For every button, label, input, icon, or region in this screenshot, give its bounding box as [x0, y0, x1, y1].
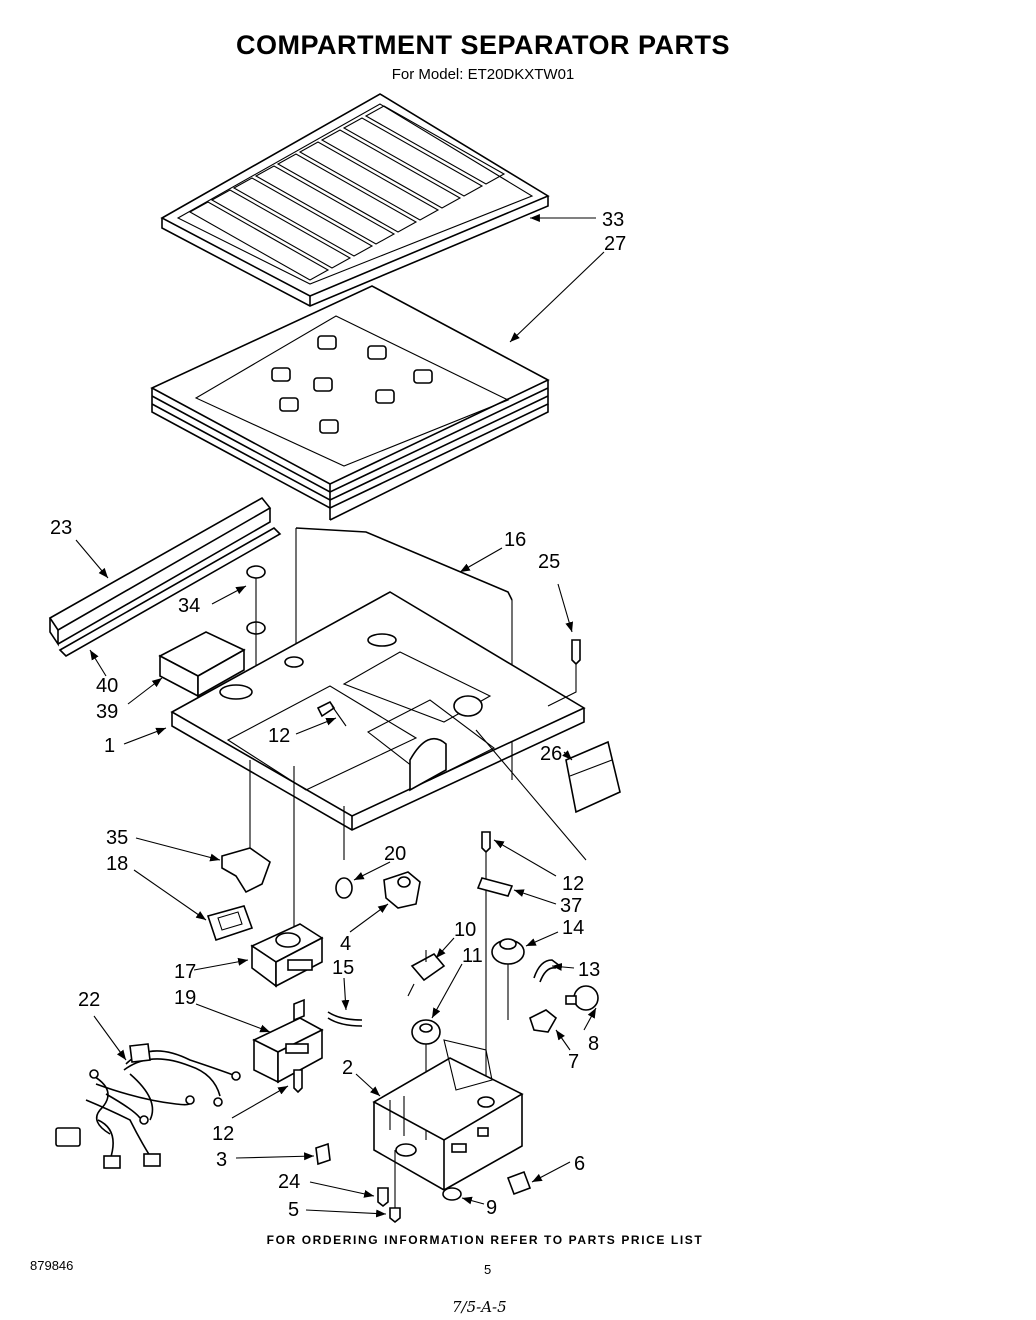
- callout-2: 2: [342, 1057, 353, 1079]
- callout-20: 20: [384, 843, 406, 865]
- callout-6: 6: [574, 1153, 585, 1175]
- part-39-block: [158, 631, 246, 698]
- callout-33: 33: [602, 209, 624, 231]
- callout-1: 1: [104, 735, 115, 757]
- callout-12b: 12: [562, 873, 584, 895]
- part-40-gasket-strip: [58, 527, 282, 657]
- doc-number: 879846: [30, 1258, 74, 1273]
- page-title: COMPARTMENT SEPARATOR PARTS: [235, 30, 730, 60]
- callout-16: 16: [504, 529, 526, 551]
- callout-39: 39: [96, 701, 118, 723]
- page-number: 5: [484, 1262, 492, 1277]
- part-12-screw-top: [316, 700, 347, 727]
- callout-17: 17: [174, 961, 196, 983]
- part-26-insulation: [565, 740, 621, 814]
- part-19-bracket: [252, 998, 324, 1084]
- callout-12c: 12: [212, 1123, 234, 1145]
- leader-lines: [75, 214, 605, 1218]
- part-4-damper-control: [383, 871, 421, 909]
- callout-27: 27: [604, 233, 626, 255]
- callout-10: 10: [454, 919, 476, 941]
- part-33-grille-shelf: [160, 93, 550, 307]
- part-5-screw: [389, 1150, 401, 1224]
- callout-4: 4: [340, 933, 351, 955]
- part-13-wire: [533, 959, 561, 983]
- part-18-gasket: [206, 905, 254, 942]
- part-22-wiring-harness: [55, 1043, 241, 1169]
- ordering-note: FOR ORDERING INFORMATION REFER TO PARTS …: [266, 1233, 704, 1247]
- callout-5: 5: [288, 1199, 299, 1221]
- part-10-switch: [407, 950, 446, 997]
- part-24-screw: [377, 1187, 389, 1208]
- part-3-small-bracket: [315, 1142, 331, 1166]
- handwritten-code: 7/5-A-5: [452, 1298, 507, 1316]
- callout-9: 9: [486, 1197, 497, 1219]
- part-17-control-housing: [250, 923, 324, 988]
- part-9-foot: [442, 1187, 462, 1201]
- callout-13: 13: [578, 959, 600, 981]
- part-6-connector: [506, 1170, 532, 1196]
- callout-34: 34: [178, 595, 200, 617]
- callout-25: 25: [538, 551, 560, 573]
- part-14-lamp-socket: [491, 938, 525, 1020]
- part-1-base-plate: [170, 591, 587, 930]
- part-2-lower-housing: [372, 1039, 524, 1192]
- callout-12a: 12: [268, 725, 290, 747]
- callout-37: 37: [560, 895, 582, 917]
- part-25-screw: [547, 639, 581, 707]
- part-27-separator-frame: [150, 285, 550, 521]
- callout-23: 23: [50, 517, 72, 539]
- callout-labels: 33 27 23 16 25 34 40 39 12 1 26 35 18 20…: [50, 209, 626, 1221]
- part-37-clip: [476, 877, 514, 897]
- callout-40: 40: [96, 675, 118, 697]
- part-35-clip: [221, 847, 271, 894]
- callout-26: 26: [540, 743, 562, 765]
- callout-35: 35: [106, 827, 128, 849]
- callout-22: 22: [78, 989, 100, 1011]
- part-20-knob: [335, 877, 353, 899]
- callout-11: 11: [462, 945, 483, 967]
- callout-7: 7: [568, 1051, 579, 1073]
- callout-19: 19: [174, 987, 196, 1009]
- part-23-trim-strip: [48, 496, 272, 647]
- part-12-screw-right: [481, 831, 491, 1100]
- part-12-screw-left: [293, 1069, 303, 1094]
- part-7-lamp-holder: [529, 1009, 558, 1033]
- model-line: For Model: ET20DKXTW01: [391, 66, 575, 83]
- callout-3: 3: [216, 1149, 227, 1171]
- part-15-tube: [327, 1011, 363, 1027]
- callout-15: 15: [332, 957, 354, 979]
- callout-8: 8: [588, 1033, 599, 1055]
- callout-18: 18: [106, 853, 128, 875]
- part-8-light-bulb: [565, 985, 599, 1011]
- callout-24: 24: [278, 1171, 300, 1193]
- callout-14: 14: [562, 917, 584, 939]
